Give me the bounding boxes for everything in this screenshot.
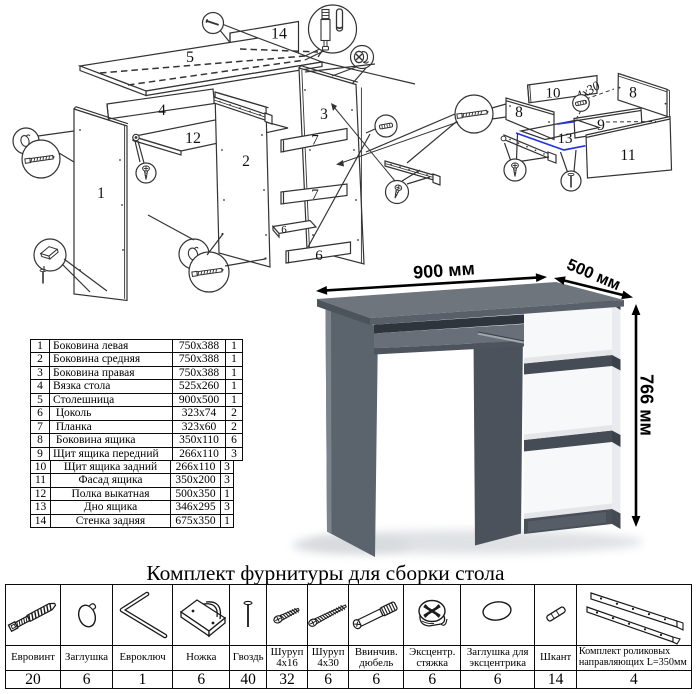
svg-text:5: 5 [186, 49, 194, 66]
svg-text:13: 13 [558, 131, 573, 147]
svg-text:900 мм: 900 мм [413, 258, 476, 282]
svg-text:2: 2 [242, 153, 250, 170]
svg-text:8: 8 [629, 85, 637, 102]
svg-text:7: 7 [311, 133, 319, 149]
svg-text:766 мм: 766 мм [637, 374, 657, 436]
svg-text:8: 8 [515, 104, 523, 121]
svg-text:12: 12 [185, 130, 201, 147]
svg-text:6: 6 [315, 248, 323, 264]
svg-text:4: 4 [158, 102, 166, 119]
svg-text:3: 3 [320, 106, 328, 123]
svg-text:6: 6 [281, 224, 287, 236]
svg-text:11: 11 [620, 147, 635, 164]
svg-text:9: 9 [597, 117, 605, 134]
svg-text:1: 1 [97, 185, 105, 202]
svg-text:10: 10 [546, 86, 561, 102]
svg-text:14: 14 [271, 26, 287, 43]
svg-text:7: 7 [311, 187, 319, 203]
